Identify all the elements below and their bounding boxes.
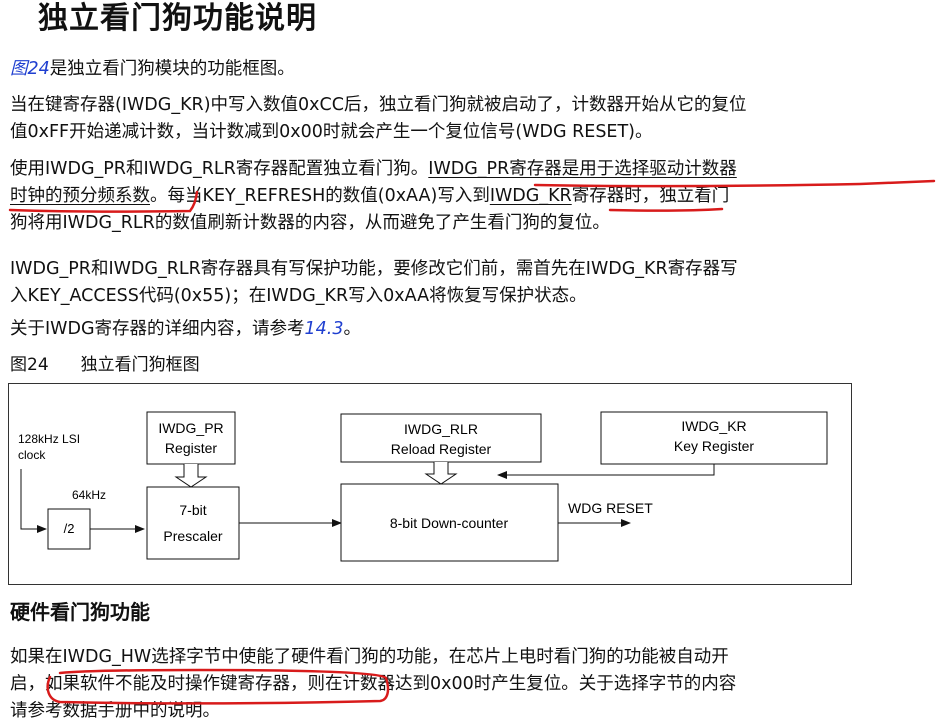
clock-label-1: 128kHz LSI: [18, 432, 80, 446]
protect-line-2: 入KEY_ACCESS代码(0x55)；在IWDG_KR写入0xAA将恢复写保护…: [10, 286, 587, 306]
pr-register-label-1: IWDG_PR: [158, 420, 223, 436]
figure-title: 独立看门狗框图: [80, 355, 200, 375]
config-line-1b: IWDG_PR寄存器是用于选择驱动计数器: [428, 159, 737, 179]
start-line-2: 值0xFF开始递减计数，当计数减到0x00时就会产生一个复位信号(WDG RES…: [10, 122, 653, 142]
section-heading: 硬件看门狗功能: [10, 600, 150, 624]
hardware-line-2b: 如果软件不能及时操作键寄存器，: [45, 674, 308, 694]
pr-register-block: [146, 411, 236, 465]
hardware-line-1: 如果在IWDG_HW选择字节中使能了硬件看门狗的功能，在芯片上电时看门狗的功能被…: [10, 647, 729, 667]
config-line-3: 狗将用IWDG_RLR的数值刷新计数器的内容，从而避免了产生看门狗的复位。: [10, 213, 610, 233]
kr-to-counter-arrow: [497, 464, 715, 479]
page-title: 独立看门狗功能说明: [38, 1, 317, 36]
pr-register-label-2: Register: [165, 440, 217, 456]
clock-label-2: clock: [18, 448, 46, 462]
paragraph-config: 使用IWDG_PR和IWDG_RLR寄存器配置独立看门狗。IWDG_PR寄存器是…: [10, 156, 930, 237]
rlr-register-block: [340, 413, 542, 463]
kr-register-block: [600, 411, 828, 465]
paragraph-hardware: 如果在IWDG_HW选择字节中使能了硬件看门狗的功能，在芯片上电时看门狗的功能被…: [10, 644, 930, 725]
block-diagram: 128kHz LSI clock 64kHz /2 IWDG_PR Regist…: [8, 383, 852, 585]
rlr-register-label-2: Reload Register: [391, 441, 492, 457]
config-line-2b: 。每当KEY_REFRESH的数值(0xAA)写入到: [150, 186, 490, 206]
intro-text: 是独立看门狗模块的功能框图。: [49, 59, 295, 79]
hardware-line-2a: 启，: [10, 674, 45, 694]
config-line-2d: 寄存器时，独立看门: [571, 186, 730, 206]
paragraph-start: 当在键寄存器(IWDG_KR)中写入数值0xCC后，独立看门狗就被启动了，计数器…: [10, 92, 930, 146]
config-line-2: 时钟的预分频系数。每当KEY_REFRESH的数值(0xAA)写入到IWDG_K…: [10, 183, 930, 210]
prescaler-block: [146, 486, 240, 560]
hardware-line-2: 启，如果软件不能及时操作键寄存器，则在计数器达到0x00时产生复位。关于选择字节…: [10, 671, 930, 698]
kr-register-label-1: IWDG_KR: [681, 418, 746, 434]
config-line-2a: 时钟的预分频系数: [10, 186, 150, 206]
kr-register-label-2: Key Register: [674, 438, 754, 454]
divider-label: /2: [64, 521, 75, 536]
clock-arrow: [20, 469, 47, 533]
paragraph-intro: 图24是独立看门狗模块的功能框图。: [10, 56, 930, 83]
counter-label: 8-bit Down-counter: [390, 515, 509, 531]
prescaler-label-1: 7-bit: [179, 502, 206, 518]
config-line-1a: 使用IWDG_PR和IWDG_RLR寄存器配置独立看门狗。: [10, 159, 429, 179]
section-link[interactable]: 14.3: [304, 319, 344, 339]
rlr-register-label-1: IWDG_RLR: [404, 421, 478, 437]
protect-line-1: IWDG_PR和IWDG_RLR寄存器具有写保护功能，要修改它们前，需首先在IW…: [10, 259, 738, 279]
figure-link[interactable]: 图24: [10, 59, 50, 79]
paragraph-reference: 关于IWDG寄存器的详细内容，请参考14.3。: [10, 316, 930, 343]
hardware-line-2c: 则在计数器达到0x00时产生复位。关于选择字节的内容: [307, 674, 737, 694]
prescaler-label-2: Prescaler: [163, 528, 222, 544]
reference-text: 关于IWDG寄存器的详细内容，请参考: [10, 319, 305, 339]
freq-label: 64kHz: [72, 488, 106, 502]
config-line-2c: IWDG_KR: [489, 186, 572, 206]
reset-label: WDG RESET: [568, 500, 653, 516]
paragraph-protect: IWDG_PR和IWDG_RLR寄存器具有写保护功能，要修改它们前，需首先在IW…: [10, 256, 930, 310]
figure-caption: 图24 独立看门狗框图: [10, 352, 200, 378]
counter-block: [340, 483, 559, 562]
start-line-1: 当在键寄存器(IWDG_KR)中写入数值0xCC后，独立看门狗就被启动了，计数器…: [10, 95, 747, 115]
reference-tail: 。: [343, 319, 361, 339]
divider-block: [47, 508, 91, 550]
config-line-1: 使用IWDG_PR和IWDG_RLR寄存器配置独立看门狗。IWDG_PR寄存器是…: [10, 156, 930, 183]
figure-number: 图24: [10, 355, 49, 375]
hardware-line-3: 请参考数据手册中的说明。: [10, 701, 220, 721]
